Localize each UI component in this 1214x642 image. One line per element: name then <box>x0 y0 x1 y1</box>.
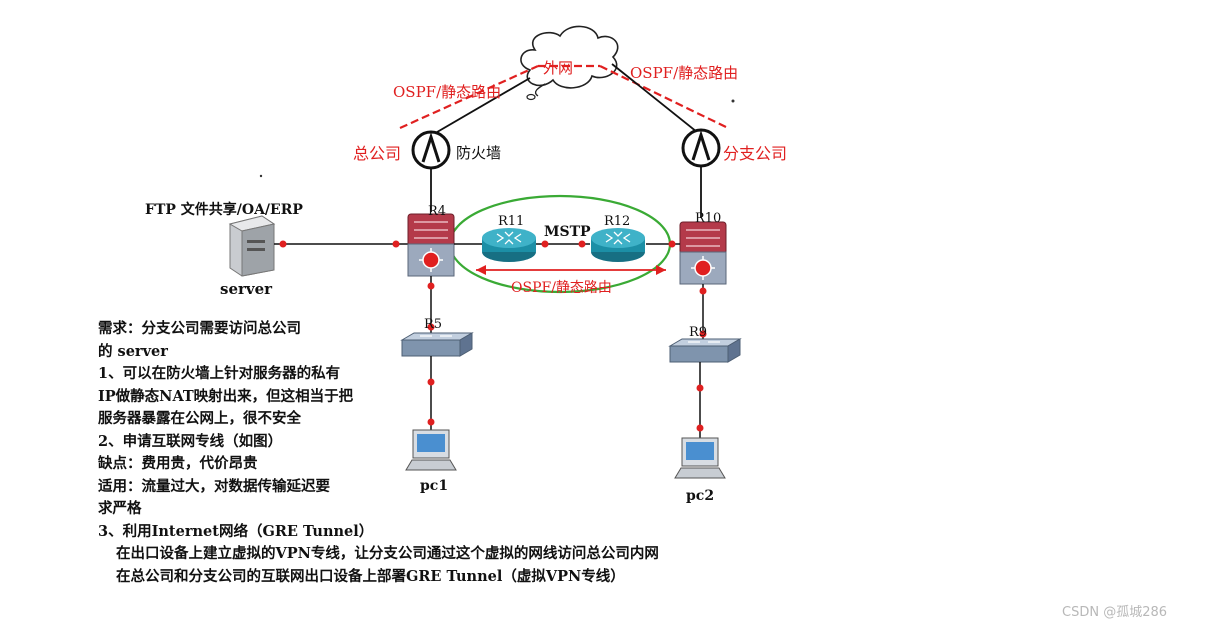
firewall-label: 防火墙 <box>456 144 502 162</box>
note-line-1: 在出口设备上建立虚拟的VPN专线，让分支公司通过这个虚拟的网线访问总公司内网 <box>116 545 659 562</box>
watermark: CSDN @孤城286 <box>1062 605 1168 620</box>
r10-layer3-switch-icon <box>679 221 727 285</box>
r9-switch-icon <box>668 338 742 363</box>
r11-label: R11 <box>498 214 525 229</box>
requirement-line: 求严格 <box>98 500 142 517</box>
requirement-line: 缺点：费用贵，代价昂贵 <box>98 455 258 472</box>
requirement-line: 1、可以在防火墙上针对服务器的私有 <box>98 365 341 382</box>
r11-router-icon <box>482 228 536 262</box>
requirement-line: 服务器暴露在公网上，很不安全 <box>98 410 301 427</box>
r12-router-icon <box>591 228 645 262</box>
r9-label: R9 <box>689 325 708 340</box>
pc1-icon <box>405 429 457 471</box>
mstp-label: MSTP <box>544 224 591 240</box>
pc2-icon <box>674 437 726 479</box>
r4-label: R4 <box>428 204 447 219</box>
requirement-line: 3、利用Internet网络（GRE Tunnel） <box>98 522 374 540</box>
requirement-line: 需求：分支公司需要访问总公司 <box>98 320 301 337</box>
requirement-line: 的 server <box>98 342 168 360</box>
internet-cloud-icon <box>520 25 619 89</box>
server-icon <box>228 215 276 277</box>
hq-label: 总公司 <box>353 144 402 163</box>
r10-label: R10 <box>695 211 722 226</box>
branch-label: 分支公司 <box>723 144 788 163</box>
ospf-mid-label: OSPF/静态路由 <box>511 280 612 296</box>
requirements-block: 需求：分支公司需要访问总公司 的 server 1、可以在防火墙上针对服务器的私… <box>98 318 373 543</box>
internet-label: 外网 <box>543 59 574 77</box>
firewall-hq-icon <box>411 130 451 170</box>
pc2-label: pc2 <box>686 488 715 504</box>
ospf-right-label: OSPF/静态路由 <box>630 64 739 82</box>
requirement-line: 适用：流量过大，对数据传输延迟要 <box>98 477 330 495</box>
server-label: server <box>220 280 273 298</box>
requirement-line: 2、申请互联网专线（如图） <box>98 432 283 450</box>
r4-layer3-switch-icon <box>407 213 455 277</box>
ftp-label: FTP 文件共享/OA/ERP <box>145 202 303 218</box>
r5-label: R5 <box>424 317 443 332</box>
note-line-2: 在总公司和分支公司的互联网出口设备上部署GRE Tunnel（虚拟VPN专线） <box>116 568 625 585</box>
ospf-left-label: OSPF/静态路由 <box>393 83 502 101</box>
requirement-line: IP做静态NAT映射出来，但这相当于把 <box>98 387 354 405</box>
firewall-branch-icon <box>681 128 721 168</box>
pc1-label: pc1 <box>420 478 449 494</box>
r12-label: R12 <box>604 214 631 229</box>
r5-switch-icon <box>400 332 474 357</box>
